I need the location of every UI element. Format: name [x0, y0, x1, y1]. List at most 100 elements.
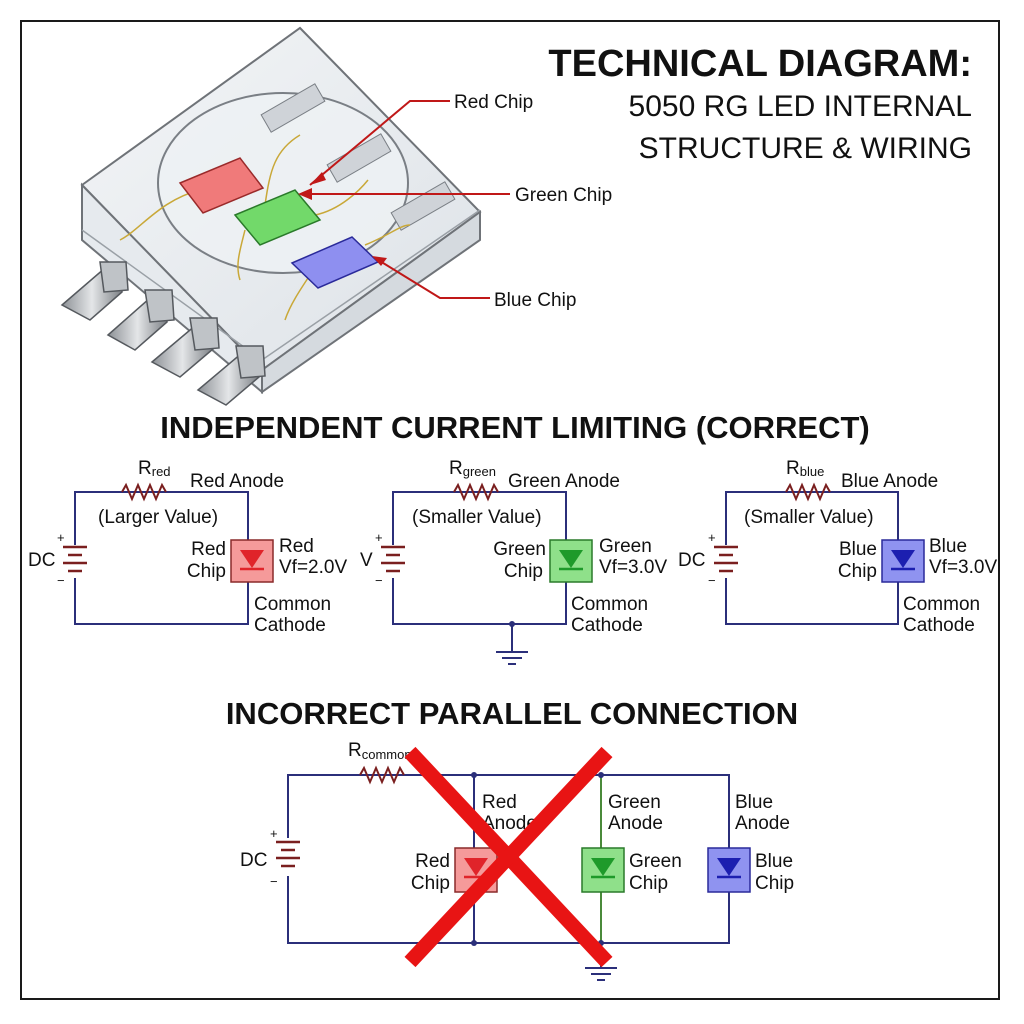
callout-blue-chip-label: Blue Chip [494, 290, 576, 311]
circuit-green-vf-label-2: Vf=3.0V [599, 557, 667, 578]
svg-text:−: − [57, 573, 65, 588]
circuit-green-source-label: V [360, 550, 373, 571]
package-pin-4 [196, 345, 266, 406]
circuit-red-cathode-2: Cathode [254, 615, 326, 636]
package-pin-1 [60, 261, 129, 321]
dc-source-icon: + − [270, 826, 300, 889]
parallel-red-anode-1: Red [482, 792, 517, 813]
svg-text:+: + [270, 826, 278, 841]
diagram-subtitle-line-1: 5050 RG LED INTERNAL [629, 90, 972, 123]
section-correct-heading: INDEPENDENT CURRENT LIMITING (CORRECT) [160, 410, 870, 445]
parallel-resistor-label: Rcommon [348, 740, 412, 762]
circuit-red-vf-label-2: Vf=2.0V [279, 557, 347, 578]
circuit-green-resistor-sub: green [463, 464, 496, 479]
circuit-blue-resistor-sub: blue [800, 464, 825, 479]
callout-blue-chip [372, 256, 490, 299]
circuit-red-vf-label-1: Red [279, 536, 314, 557]
circuit-red-source-label: DC [28, 550, 55, 571]
parallel-red-chip-2: Chip [411, 873, 450, 894]
circuit-green-anode-label: Green Anode [508, 471, 620, 492]
incorrect-cross-icon [404, 746, 613, 968]
svg-text:+: + [57, 530, 65, 545]
parallel-blue-chip-1: Blue [755, 851, 793, 872]
svg-text:−: − [708, 573, 716, 588]
parallel-source-label: DC [240, 850, 267, 871]
circuit-green-vf-label-1: Green [599, 536, 652, 557]
red-chip [178, 157, 265, 214]
diagram-frame [20, 20, 1000, 1000]
parallel-green-chip-2: Chip [629, 873, 668, 894]
callout-green-chip [298, 188, 510, 200]
resistor-red-icon [121, 482, 167, 502]
parallel-green-anode-1: Green [608, 792, 661, 813]
circuit-red-resistor-note: (Larger Value) [98, 507, 218, 528]
circuit-blue-cathode-1: Common [903, 594, 980, 615]
parallel-circuit: + − [270, 765, 751, 981]
circuit-green-chip-label-1: Green [493, 539, 546, 560]
ground-icon [496, 651, 528, 665]
circuit-green-chip-label-2: Chip [504, 561, 543, 582]
led-green-icon [581, 847, 625, 893]
circuit-blue-chip-label-2: Chip [838, 561, 877, 582]
section-incorrect-heading: INCORRECT PARALLEL CONNECTION [226, 696, 798, 731]
parallel-blue-chip-2: Chip [755, 873, 794, 894]
package-pin-2 [106, 289, 175, 351]
package-pin-3 [150, 317, 220, 378]
dc-source-icon: + − [375, 530, 405, 588]
parallel-red-anode-2: Anode [482, 813, 537, 834]
parallel-blue-anode-2: Anode [735, 813, 790, 834]
circuit-red-cathode-1: Common [254, 594, 331, 615]
circuit-blue-vf-label-1: Blue [929, 536, 967, 557]
svg-text:+: + [708, 530, 716, 545]
led-blue-icon [707, 847, 751, 893]
circuit-blue: + − [708, 482, 925, 625]
circuit-blue-vf-label-2: Vf=3.0V [929, 557, 997, 578]
svg-text:−: − [270, 874, 278, 889]
svg-text:−: − [375, 573, 383, 588]
diagram-subtitle-line-2: STRUCTURE & WIRING [639, 132, 972, 165]
circuit-red-resistor-r: R [138, 458, 152, 479]
svg-text:+: + [375, 530, 383, 545]
circuit-blue-source-label: DC [678, 550, 705, 571]
led-blue-icon [881, 539, 925, 583]
circuit-red-anode-label: Red Anode [190, 471, 284, 492]
green-chip [233, 189, 322, 246]
parallel-resistor-r: R [348, 740, 362, 761]
resistor-green-icon [453, 482, 499, 502]
circuit-red-chip-label-1: Red [191, 539, 226, 560]
circuit-red-resistor-sub: red [152, 464, 171, 479]
ground-icon [585, 967, 617, 981]
circuit-green-resistor-label: Rgreen [449, 458, 496, 479]
circuit-blue-resistor-r: R [786, 458, 800, 479]
diagram-title: TECHNICAL DIAGRAM: [548, 43, 972, 85]
callout-red-chip-label: Red Chip [454, 92, 533, 113]
parallel-red-chip-1: Red [415, 851, 450, 872]
resistor-blue-icon [785, 482, 831, 502]
led-package [60, 26, 482, 406]
circuit-green-resistor-r: R [449, 458, 463, 479]
circuit-blue-resistor-note: (Smaller Value) [744, 507, 874, 528]
circuit-green-resistor-note: (Smaller Value) [412, 507, 542, 528]
circuit-blue-cathode-2: Cathode [903, 615, 975, 636]
callout-green-chip-label: Green Chip [515, 185, 612, 206]
circuit-green-cathode-1: Common [571, 594, 648, 615]
resistor-common-icon [359, 765, 405, 785]
circuit-green: + − [375, 482, 593, 665]
callout-red-chip [309, 100, 450, 186]
parallel-green-chip-1: Green [629, 851, 682, 872]
led-green-icon [549, 539, 593, 583]
parallel-green-anode-2: Anode [608, 813, 663, 834]
parallel-resistor-sub: common [362, 747, 412, 762]
circuit-red-resistor-label: Rred [138, 458, 171, 479]
circuit-red: + − [57, 482, 274, 625]
led-red-icon [230, 539, 274, 583]
circuit-blue-resistor-label: Rblue [786, 458, 824, 479]
circuit-blue-chip-label-1: Blue [839, 539, 877, 560]
dc-source-icon: + − [708, 530, 738, 588]
circuit-blue-anode-label: Blue Anode [841, 471, 938, 492]
dc-source-icon: + − [57, 530, 87, 588]
circuit-red-chip-label-2: Chip [187, 561, 226, 582]
parallel-blue-anode-1: Blue [735, 792, 773, 813]
circuit-green-cathode-2: Cathode [571, 615, 643, 636]
